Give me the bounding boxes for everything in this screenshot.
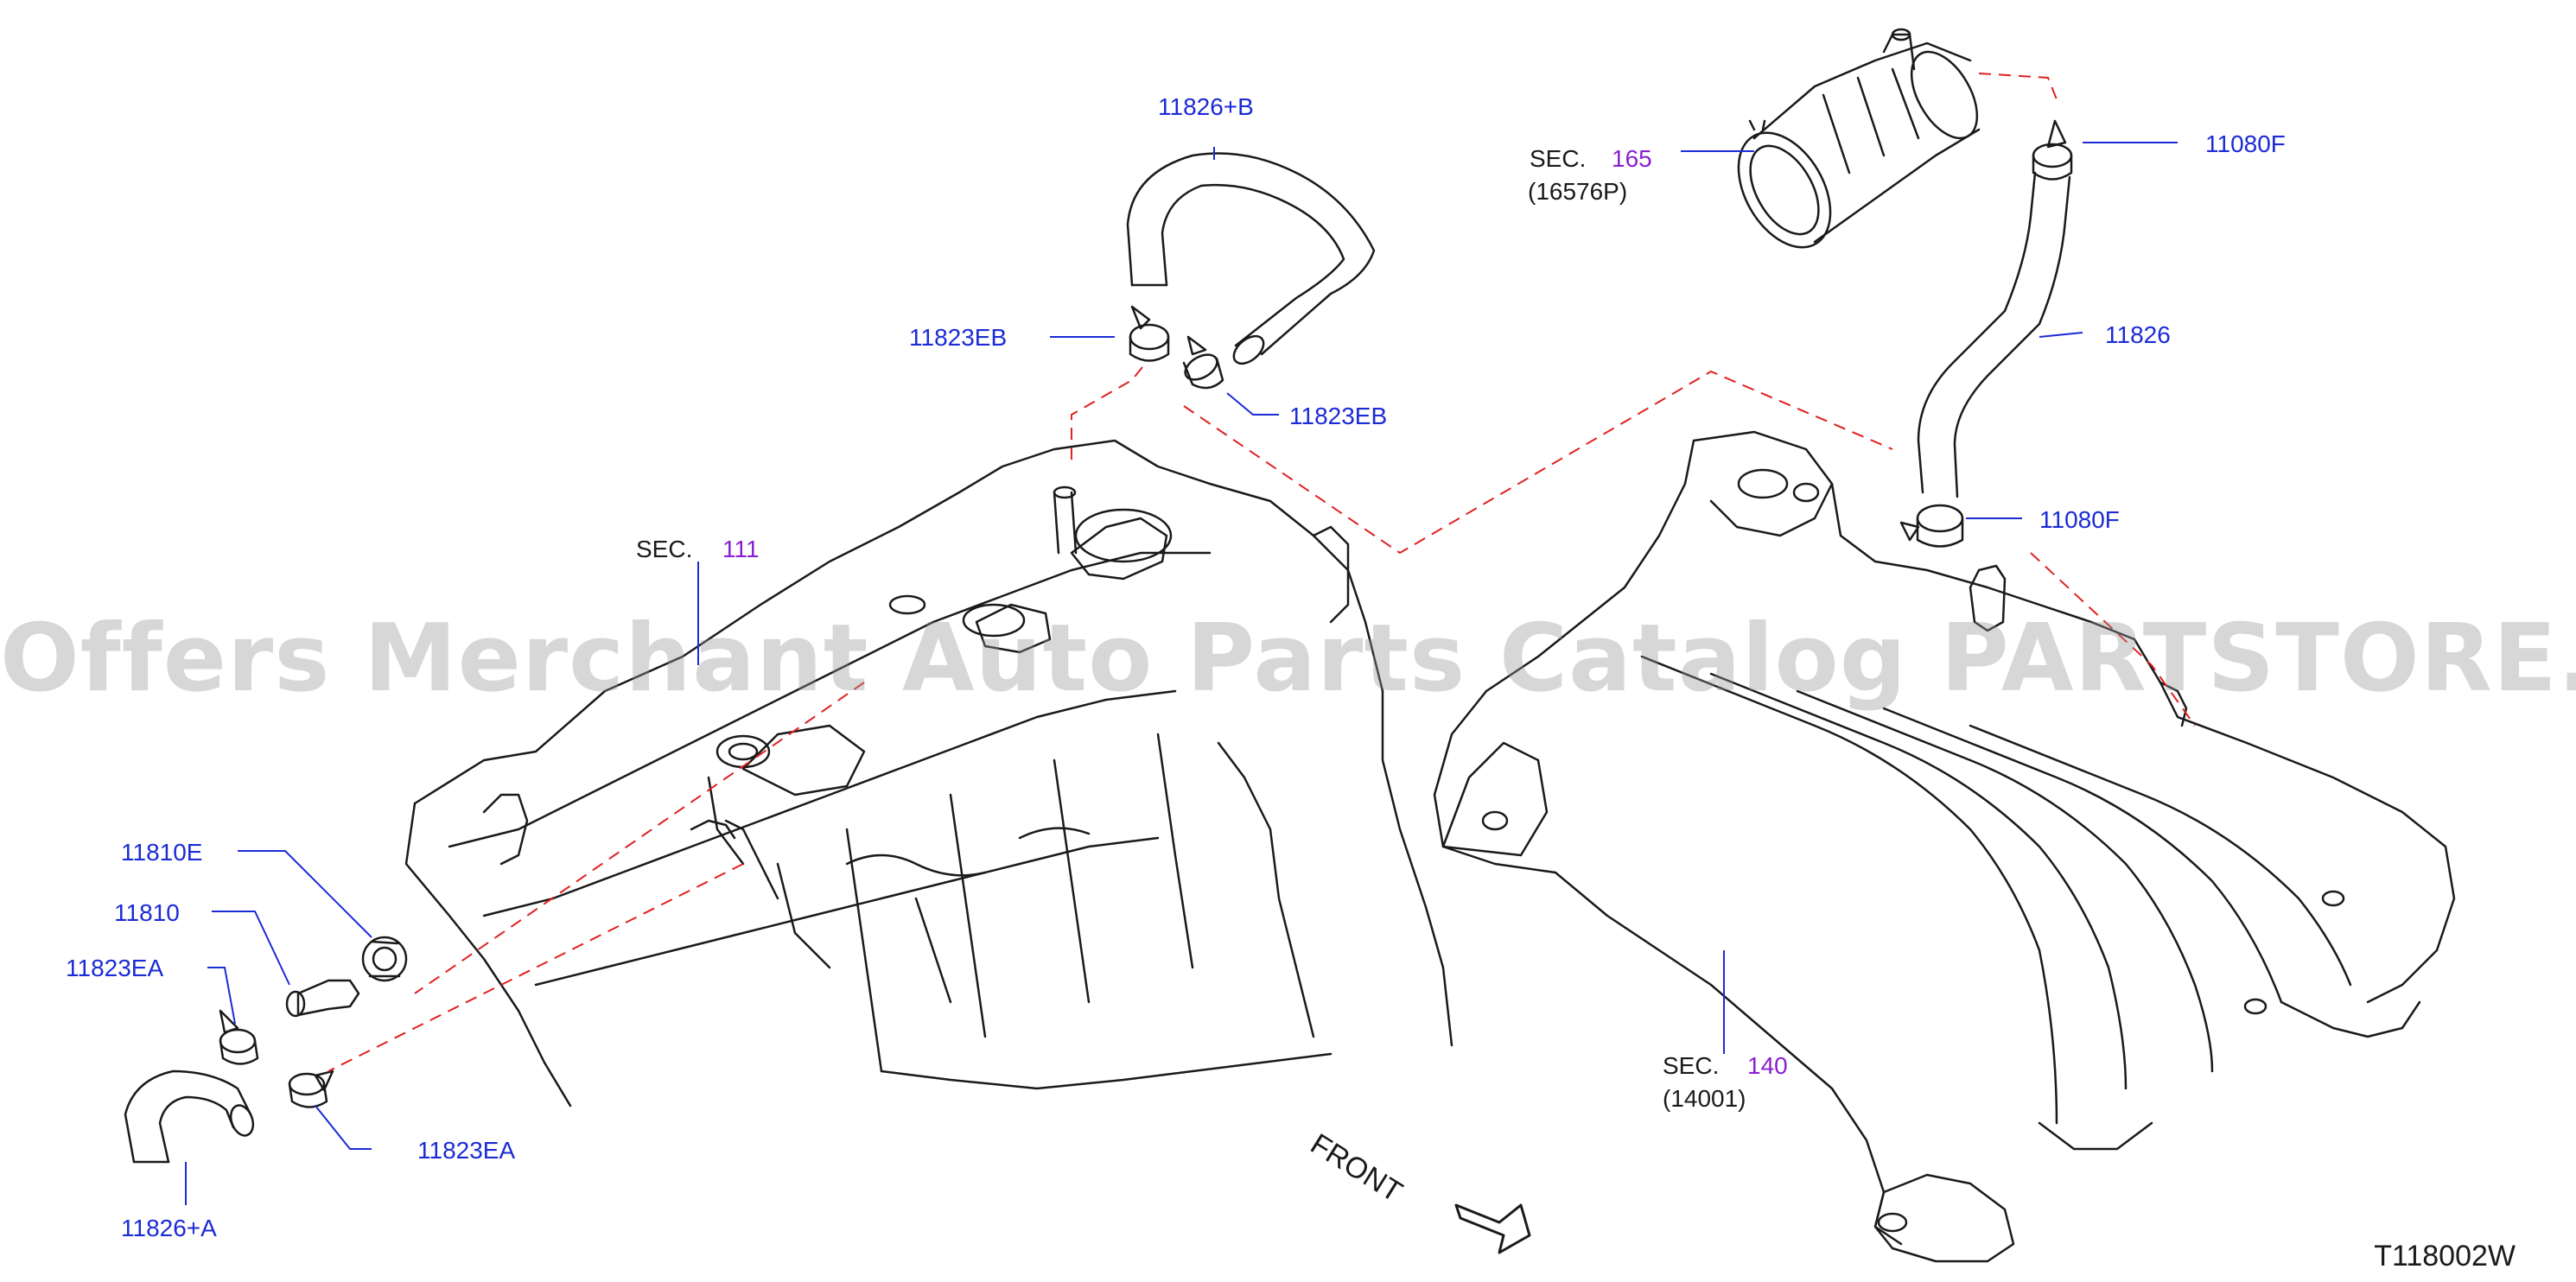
callout-hose-b[interactable]: 11826+B — [1158, 93, 1254, 120]
pcv-parts-illustration — [124, 936, 408, 1164]
callout-grommet[interactable]: 11810E — [121, 839, 203, 866]
hose-b-illustration — [1126, 152, 1376, 365]
callout-clamp-eb-left[interactable]: 11823EB — [909, 324, 1008, 351]
clamps-eb-illustration — [1129, 305, 1224, 390]
section-air-duct-prefix: SEC. — [1530, 145, 1587, 172]
callout-clamp-f-bottom[interactable]: 11080F — [2039, 506, 2120, 533]
section-intake-manifold-number[interactable]: 140 — [1747, 1052, 1788, 1079]
callout-valve[interactable]: 11810 — [114, 899, 180, 926]
section-air-duct-number[interactable]: 165 — [1612, 145, 1652, 172]
section-intake-manifold-part: (14001) — [1663, 1085, 1746, 1112]
section-cylinder-head-prefix: SEC. — [636, 536, 693, 562]
section-intake-manifold-prefix: SEC. — [1663, 1052, 1720, 1079]
intake-manifold-illustration — [1433, 430, 2456, 1263]
front-arrow-icon — [1454, 1203, 1531, 1254]
hose-main-illustration — [1899, 119, 2073, 548]
watermark-text: Offers Merchant Auto Parts Catalog PARTS… — [0, 605, 2576, 713]
section-cylinder-head-number[interactable]: 111 — [722, 536, 760, 562]
routing-dashed-lines — [328, 73, 2196, 1072]
diagram-code: T118002W — [2374, 1240, 2516, 1272]
section-air-duct-part: (16576P) — [1528, 178, 1628, 205]
callout-clamp-eb-right[interactable]: 11823EB — [1289, 403, 1388, 429]
callout-clamp-ea-bottom[interactable]: 11823EA — [417, 1137, 516, 1164]
leader-lines — [185, 142, 2178, 1205]
callout-hose-a[interactable]: 11826+A — [121, 1215, 217, 1241]
air-duct-illustration — [1737, 28, 1981, 249]
callout-hose-main[interactable]: 11826 — [2105, 321, 2171, 348]
callout-clamp-f-top[interactable]: 11080F — [2205, 130, 2286, 157]
cylinder-head-illustration — [404, 439, 1453, 1107]
callout-clamp-ea-top[interactable]: 11823EA — [66, 955, 164, 981]
